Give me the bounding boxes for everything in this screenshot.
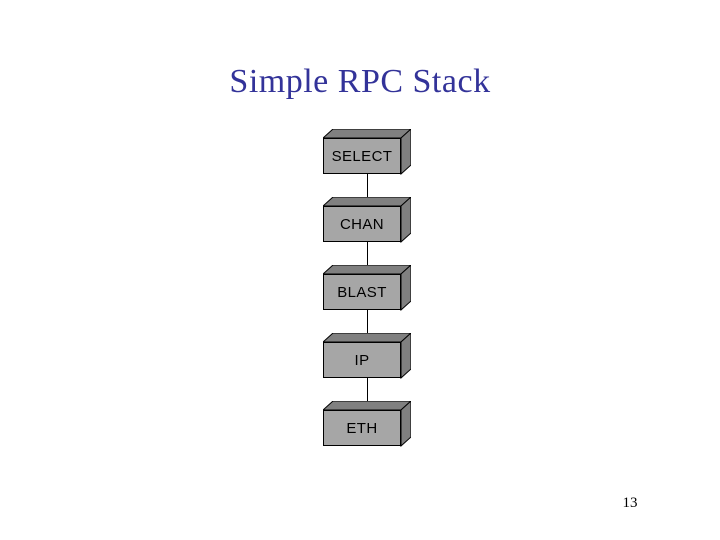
page-title: Simple RPC Stack xyxy=(229,63,491,100)
stack-node-label: CHAN xyxy=(339,215,385,233)
block-bevel-icon xyxy=(323,401,411,447)
block-face: IP xyxy=(323,342,401,378)
stack-node-label: IP xyxy=(354,351,370,369)
connector-chan-blast xyxy=(367,239,368,287)
stack-node-blast[interactable]: BLAST xyxy=(323,265,411,311)
stack-node-label: ETH xyxy=(346,419,378,437)
block-face: BLAST xyxy=(323,274,401,310)
stack-node-select[interactable]: SELECT xyxy=(323,129,411,175)
connector-ip-eth xyxy=(367,375,368,423)
page-number: 13 xyxy=(622,495,638,511)
stack-node-eth[interactable]: ETH xyxy=(323,401,411,447)
block-face: CHAN xyxy=(323,206,401,242)
stack-node-label: SELECT xyxy=(331,147,393,165)
connector-blast-ip xyxy=(367,307,368,355)
block-face: ETH xyxy=(323,410,401,446)
stack-node-label: BLAST xyxy=(337,283,387,301)
block-face: SELECT xyxy=(323,138,401,174)
connector-select-chan xyxy=(367,171,368,219)
stack-node-ip[interactable]: IP xyxy=(323,333,411,379)
block-bevel-icon xyxy=(323,197,411,243)
stack-node-chan[interactable]: CHAN xyxy=(323,197,411,243)
